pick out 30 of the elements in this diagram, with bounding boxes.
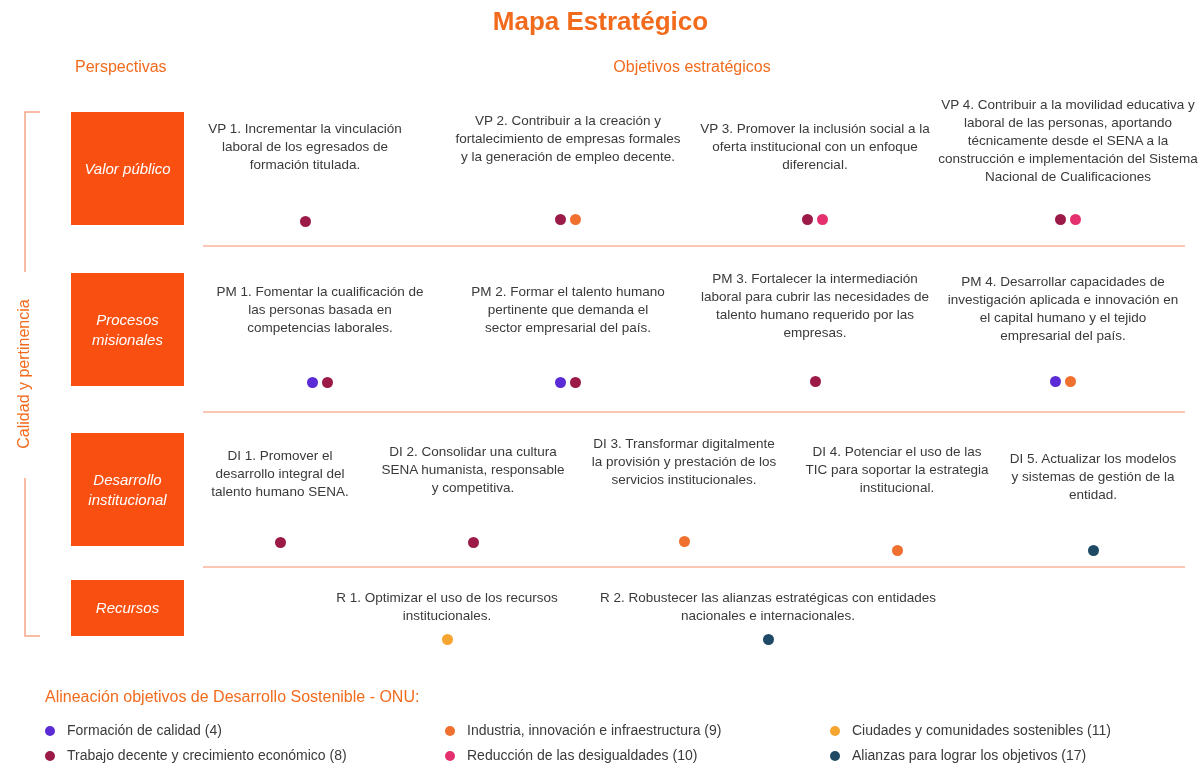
objective-text: VP 3. Promover la inclusión social a la oferta institucional con un enfoque diferencial.: [699, 120, 931, 174]
objective-text: VP 1. Incrementar la vinculación laboral de los egresados de formación titulada.: [207, 120, 403, 174]
objective-text: DI 2. Consolidar una cultura SENA humanista, responsable y competitiva.: [380, 443, 566, 497]
perspective-box: Recursos: [71, 580, 184, 636]
objective-text: PM 3. Fortalecer la intermediación laboral para cubrir las necesidades de talento humano requerido por las empresas.: [700, 270, 930, 342]
perspective-box: Desarrollo institucional: [71, 433, 184, 546]
objective-text: DI 1. Promover el desarrollo integral del talento humano SENA.: [210, 447, 350, 501]
legend-text: Reducción de las desigualdades (10): [467, 747, 698, 763]
legend-text: Formación de calidad (4): [67, 722, 222, 738]
objective-text: DI 5. Actualizar los modelos y sistemas de gestión de la entidad.: [1008, 450, 1178, 504]
perspective-box: Valor público: [71, 112, 184, 225]
legend-text: Alianzas para lograr los objetivos (17): [852, 747, 1087, 763]
objective-text: PM 1. Fomentar la cualificación de las personas basada en competencias laborales.: [215, 283, 425, 337]
objective-text: VP 2. Contribuir a la creación y fortalecimiento de empresas formales y la generación de empleo decente.: [454, 112, 682, 166]
objective-text: PM 2. Formar el talento humano pertinente que demanda el sector empresarial del país.: [470, 283, 666, 337]
objective-text: DI 3. Transformar digitalmente la provisión y prestación de los servicios institucionales.: [591, 435, 777, 489]
title: Mapa Estratégico: [491, 6, 710, 37]
objective-text: PM 4. Desarrollar capacidades de investigación aplicada e innovación en el capital humano y el tejido empresarial del país.: [946, 273, 1180, 345]
heading-text: Alineación objetivos de Desarrollo Sostenible - ONU:: [45, 688, 421, 706]
legend-text: Trabajo decente y crecimiento económico (8): [67, 747, 347, 763]
objective-text: DI 4. Potenciar el uso de las TIC para soportar la estrategia institucional.: [804, 443, 990, 497]
legend-text: Ciudades y comunidades sostenibles (11): [852, 722, 1111, 738]
heading-text: Objetivos estratégicos: [612, 58, 772, 76]
legend-text: Industria, innovación e infraestructura (9): [467, 722, 722, 738]
objective-text: R 1. Optimizar el uso de los recursos institucionales.: [335, 589, 559, 625]
heading-text: Perspectivas: [75, 58, 168, 76]
axis-label: Calidad y pertinencia: [15, 299, 33, 449]
objective-text: R 2. Robustecer las alianzas estratégicas con entidades nacionales e internacionales.: [598, 589, 938, 625]
objective-text: VP 4. Contribuir a la movilidad educativa y laboral de las personas, aportando técnicamente desde el SENA a la construcción e implementación del Sistema Nacional de Cualificaciones: [937, 96, 1199, 186]
perspective-box: Procesos misionales: [71, 273, 184, 386]
